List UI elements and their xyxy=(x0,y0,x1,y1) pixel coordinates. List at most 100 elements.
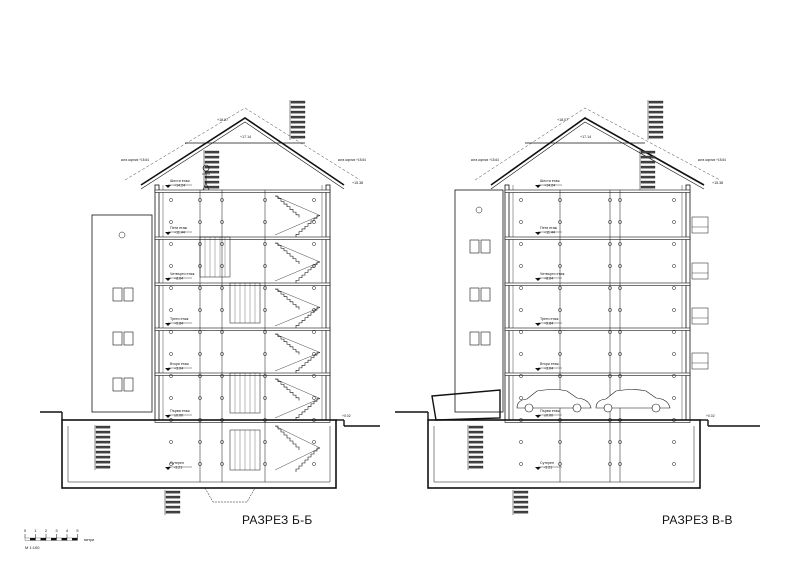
cornice-level: кота корниз +15.64 xyxy=(698,158,726,162)
dimension-tag xyxy=(169,396,173,400)
layer-note xyxy=(648,130,664,134)
layer-note xyxy=(648,125,664,129)
dimension-tag xyxy=(608,198,612,202)
dimension-tag xyxy=(519,440,523,444)
floor-slab xyxy=(504,189,691,193)
layer-note xyxy=(204,165,220,169)
ground-level: +0.02 xyxy=(342,414,351,418)
layer-note xyxy=(165,495,181,499)
dimension-tag xyxy=(608,242,612,246)
dimension-tag xyxy=(618,220,622,224)
cornice-level: кота корниз +15.64 xyxy=(471,158,499,162)
dimension-tag xyxy=(672,286,676,290)
dimension-tag xyxy=(558,220,562,224)
dimension-tag xyxy=(312,242,316,246)
layer-note xyxy=(204,185,220,189)
layer-note xyxy=(640,170,656,174)
dimension-tag xyxy=(169,220,173,224)
layer-note xyxy=(95,430,111,434)
scale-tick-label: 5 xyxy=(76,528,79,533)
floor-label: Трети етаж xyxy=(170,317,189,321)
car-icon xyxy=(595,389,671,413)
annex-building xyxy=(454,189,504,413)
layer-note xyxy=(468,455,484,459)
stair-handrail xyxy=(274,425,321,449)
floor-label: Сутерен xyxy=(170,461,184,465)
layer-note xyxy=(468,425,484,429)
dimension-tag xyxy=(672,330,676,334)
dimension-tag xyxy=(169,286,173,290)
human-figure-icon xyxy=(202,164,210,191)
layer-note xyxy=(648,110,664,114)
roof-slab-level: +17.14 xyxy=(240,135,251,139)
detail-marker xyxy=(475,206,483,214)
scale-segment xyxy=(35,537,41,541)
dimension-tag xyxy=(312,286,316,290)
dimension-tag xyxy=(558,330,562,334)
dimension-tag xyxy=(169,330,173,334)
dimension-tag xyxy=(198,374,202,378)
left-wall xyxy=(154,184,160,421)
level-marker-icon xyxy=(535,232,541,235)
stair-handrail xyxy=(274,378,321,399)
layer-note xyxy=(640,175,656,179)
dimension-tag xyxy=(519,242,523,246)
stair-flight xyxy=(275,195,300,218)
garage-ramp xyxy=(431,389,501,421)
dimension-tag xyxy=(558,286,562,290)
annex-building xyxy=(91,214,153,413)
window xyxy=(112,331,123,346)
dimension-tag xyxy=(220,220,224,224)
scale-unit: метри xyxy=(84,538,94,542)
stair-flight xyxy=(295,307,320,328)
layer-note xyxy=(290,135,306,139)
floor-level: +5.84 xyxy=(174,322,183,326)
level-marker-icon xyxy=(165,467,171,470)
layer-note xyxy=(640,150,656,154)
floor-label: Шести етаж xyxy=(540,179,560,183)
layer-note xyxy=(640,165,656,169)
dimension-tag xyxy=(608,352,612,356)
dimension-tag xyxy=(519,198,523,202)
level-marker-icon xyxy=(165,278,171,281)
dimension-tag xyxy=(608,330,612,334)
dimension-tag xyxy=(608,220,612,224)
stair-handrail xyxy=(274,333,321,353)
dimension-tag xyxy=(263,462,267,466)
dimension-tag xyxy=(519,352,523,356)
layer-note xyxy=(95,450,111,454)
layer-note xyxy=(648,105,664,109)
dimension-tag xyxy=(169,374,173,378)
floor-label: Първи етаж xyxy=(540,409,560,413)
dimension-tag xyxy=(263,220,267,224)
floor-level: +14.24 xyxy=(544,184,555,188)
basement-outline xyxy=(427,419,701,489)
layer-note xyxy=(290,125,306,129)
dimension-tag xyxy=(672,440,676,444)
car-wheel xyxy=(603,403,613,413)
floor-slab xyxy=(504,372,691,376)
stair-flight xyxy=(275,288,300,310)
stair-flight xyxy=(275,378,300,401)
window xyxy=(480,239,491,254)
dimension-tag xyxy=(519,264,523,268)
stair-handrail xyxy=(274,352,321,372)
basement-outline xyxy=(61,419,337,489)
dimension-tag xyxy=(263,198,267,202)
layer-note xyxy=(95,425,111,429)
scale-segment xyxy=(72,537,78,541)
foundation-pit xyxy=(204,487,256,503)
roof-slab-level: +17.14 xyxy=(580,135,591,139)
car-body xyxy=(516,389,592,409)
level-marker-icon xyxy=(535,323,541,326)
stair-flight xyxy=(295,261,320,283)
level-marker-icon xyxy=(535,278,541,281)
window xyxy=(469,287,480,302)
dimension-tag xyxy=(312,440,316,444)
roof-outline xyxy=(490,117,705,186)
scale-segment xyxy=(56,537,62,541)
dimension-tag xyxy=(618,352,622,356)
window xyxy=(112,377,123,392)
floor-label: Четвърти етаж xyxy=(170,272,195,276)
